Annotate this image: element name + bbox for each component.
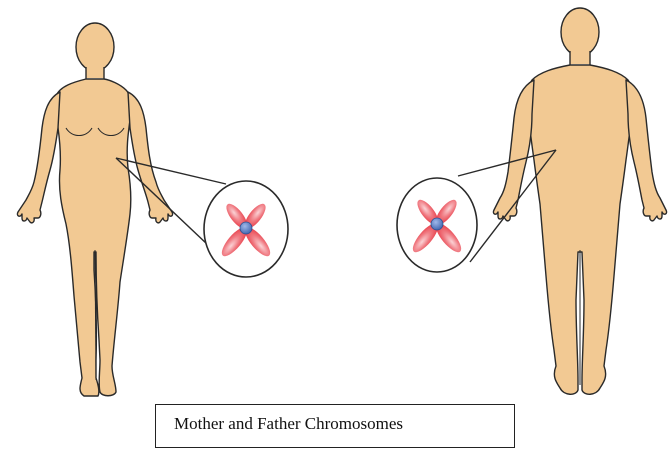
male-body-icon	[493, 8, 666, 394]
female-left-arm	[17, 92, 60, 223]
male-right-arm	[626, 80, 667, 221]
female-right-arm	[128, 92, 173, 223]
caption-box: Mother and Father Chromosomes	[155, 404, 515, 448]
female-body-icon	[17, 23, 172, 396]
female-zoom-circle	[204, 181, 288, 277]
caption-text: Mother and Father Chromosomes	[174, 414, 403, 434]
female-head	[76, 23, 114, 71]
male-left-arm	[493, 80, 534, 221]
male-zoom-circle	[397, 178, 477, 272]
female-torso	[55, 79, 131, 396]
male-head	[561, 8, 599, 56]
